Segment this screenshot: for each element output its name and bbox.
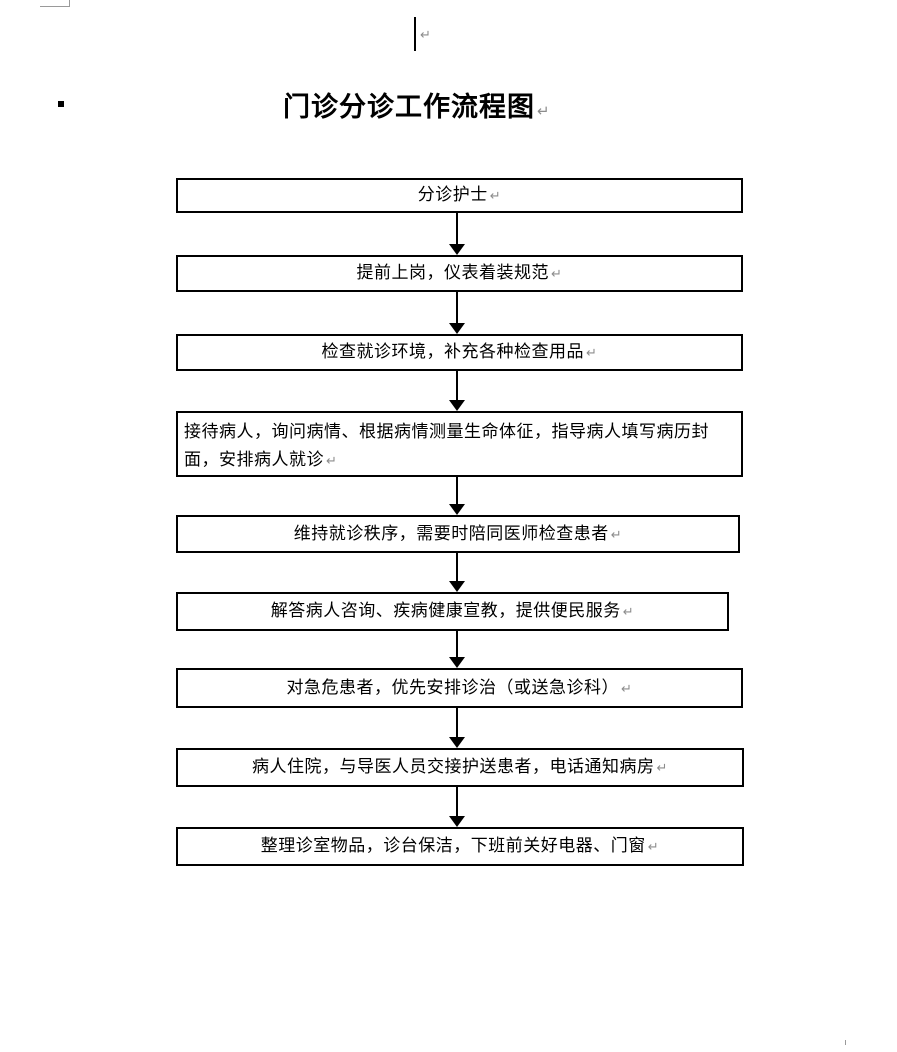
flow-step-critical-patients[interactable]: 对急危患者，优先安排诊治（或送急诊科）↵	[176, 668, 743, 708]
flow-arrow[interactable]	[449, 708, 465, 748]
paragraph-mark: ↵	[586, 346, 598, 361]
flow-step-text: 接待病人，询问病情、根据病情测量生命体征，指导病人填写病历封面，安排病人就诊	[184, 422, 709, 470]
paragraph-mark: ↵	[647, 840, 660, 855]
bullet-square	[58, 101, 64, 107]
arrow-head-icon	[449, 816, 465, 827]
arrow-line	[456, 477, 458, 506]
flow-step-answer-consultation[interactable]: 解答病人咨询、疾病健康宣教，提供便民服务↵	[176, 592, 729, 631]
arrow-line	[456, 292, 458, 325]
arrow-line	[456, 708, 458, 739]
flow-arrow[interactable]	[449, 631, 465, 668]
arrow-head-icon	[449, 400, 465, 411]
flow-step-text: 对急危患者，优先安排诊治（或送急诊科）	[286, 678, 620, 698]
flow-step-text: 整理诊室物品，诊台保洁，下班前关好电器、门窗	[260, 836, 646, 856]
flow-arrow[interactable]	[449, 213, 465, 255]
paragraph-mark: ↵	[622, 605, 635, 620]
flow-step-maintain-order[interactable]: 维持就诊秩序，需要时陪同医师检查患者↵	[176, 515, 740, 553]
paragraph-mark: ↵	[656, 761, 668, 776]
paragraph-mark: ↵	[420, 28, 431, 43]
page-title[interactable]: 门诊分诊工作流程图↵	[283, 85, 551, 124]
arrow-head-icon	[449, 737, 465, 748]
arrow-head-icon	[449, 581, 465, 592]
flow-step-text: 提前上岗，仪表着装规范	[356, 263, 550, 283]
flow-step-check-environment[interactable]: 检查就诊环境，补充各种检查用品↵	[176, 334, 743, 371]
flow-arrow[interactable]	[449, 371, 465, 411]
flow-arrow[interactable]	[449, 787, 465, 827]
flow-step-text: 分诊护士	[417, 185, 488, 205]
arrow-line	[456, 371, 458, 402]
arrow-line	[456, 631, 458, 659]
flow-step-triage-nurse[interactable]: 分诊护士↵	[176, 178, 743, 213]
arrow-head-icon	[449, 323, 465, 334]
crop-mark-top-left-horizontal	[40, 6, 70, 7]
arrow-head-icon	[449, 244, 465, 255]
paragraph-mark: ↵	[326, 454, 338, 469]
arrow-head-icon	[449, 504, 465, 515]
text-cursor	[414, 17, 416, 51]
flow-step-text: 解答病人咨询、疾病健康宣教，提供便民服务	[270, 601, 621, 621]
flow-step-hospitalization[interactable]: 病人住院，与导医人员交接护送患者，电话通知病房↵	[176, 748, 744, 787]
paragraph-mark: ↵	[489, 189, 502, 204]
paragraph-mark: ↵	[610, 528, 623, 543]
flow-step-tidy-up[interactable]: 整理诊室物品，诊台保洁，下班前关好电器、门窗↵	[176, 827, 744, 866]
paragraph-mark: ↵	[621, 682, 633, 697]
flow-step-text: 病人住院，与导医人员交接护送患者，电话通知病房	[252, 757, 655, 777]
arrow-line	[456, 787, 458, 818]
arrow-line	[456, 213, 458, 246]
arrow-line	[456, 553, 458, 583]
flow-arrow[interactable]	[449, 477, 465, 515]
flow-arrow[interactable]	[449, 553, 465, 592]
flow-step-text: 维持就诊秩序，需要时陪同医师检查患者	[293, 524, 609, 544]
paragraph-mark: ↵	[551, 267, 563, 282]
flow-arrow[interactable]	[449, 292, 465, 334]
paragraph-mark: ↵	[537, 102, 551, 120]
flow-step-text: 检查就诊环境，补充各种检查用品	[321, 342, 585, 362]
crop-mark-bottom-right	[845, 1040, 846, 1045]
flow-step-receive-patients[interactable]: 接待病人，询问病情、根据病情测量生命体征，指导病人填写病历封面，安排病人就诊↵	[176, 411, 743, 477]
crop-mark-top-left-vertical	[69, 0, 70, 7]
page-title-text: 门诊分诊工作流程图	[283, 92, 535, 123]
arrow-head-icon	[449, 657, 465, 668]
flow-step-arrive-early[interactable]: 提前上岗，仪表着装规范↵	[176, 255, 743, 292]
